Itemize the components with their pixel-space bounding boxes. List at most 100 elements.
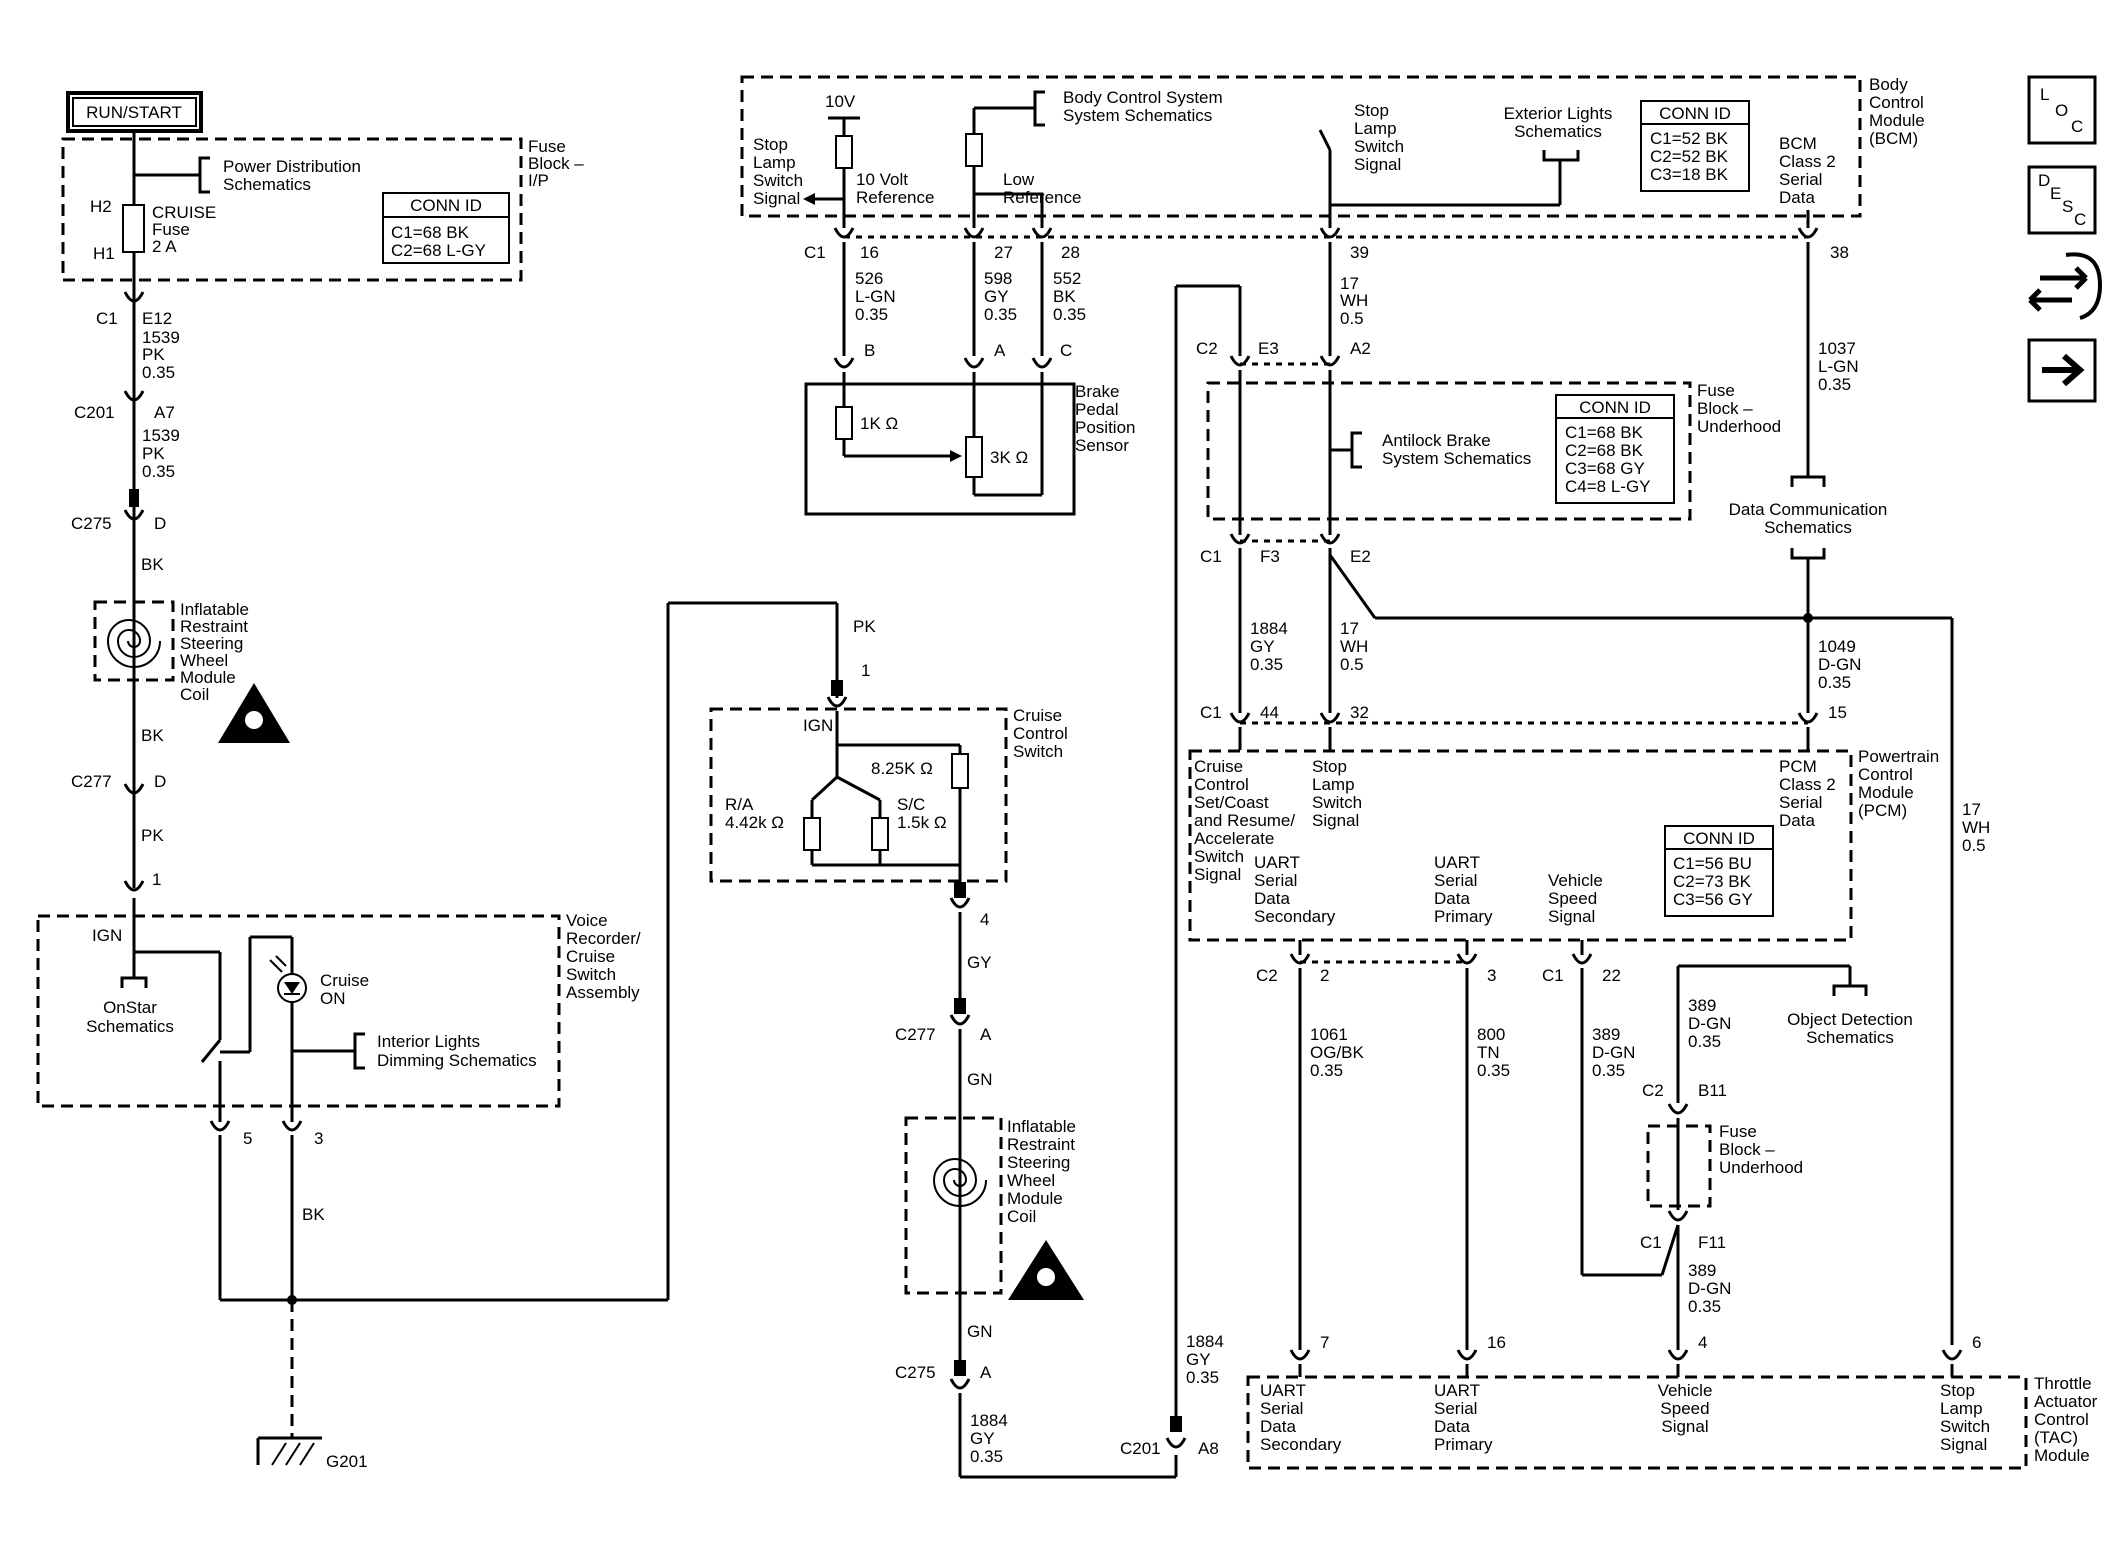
text-76: 39: [1350, 243, 1369, 262]
text-243: Primary: [1434, 1435, 1493, 1454]
text-213: 0.35: [1477, 1061, 1510, 1080]
text-205: 3: [1487, 966, 1496, 985]
svg-text:S: S: [2062, 197, 2073, 216]
text-221: 0.35: [1688, 1032, 1721, 1051]
text-174: Accelerate: [1194, 829, 1274, 848]
text-101: Switch: [1013, 742, 1063, 761]
next-arrow-button[interactable]: [2027, 338, 2097, 403]
text-204: 2: [1320, 966, 1329, 985]
text-58: Stop: [1354, 101, 1389, 120]
conn-id-ip-title: CONN ID: [410, 196, 482, 215]
connector-view-icon[interactable]: [2028, 252, 2103, 320]
text-177: Stop: [1312, 757, 1347, 776]
text-181: PCM: [1779, 757, 1817, 776]
text-22: BK: [141, 726, 164, 745]
text-125: A8: [1198, 1439, 1219, 1458]
text-65: C1=52 BK: [1650, 129, 1729, 148]
desc-button[interactable]: D E S C: [2027, 165, 2097, 235]
text-200: 17: [1962, 800, 1981, 819]
text-147: E2: [1350, 547, 1371, 566]
text-63: Schematics: [1514, 122, 1602, 141]
svg-text:C: C: [2074, 210, 2086, 229]
text-5: 1539: [142, 328, 180, 347]
loc-button[interactable]: L O C: [2027, 75, 2097, 145]
text-135: Antilock Brake: [1382, 431, 1491, 450]
text-162: C1: [1200, 703, 1222, 722]
text-31: Assembly: [566, 983, 640, 1002]
text-166: Powertrain: [1858, 747, 1939, 766]
text-240: UART: [1434, 1381, 1480, 1400]
text-126: 1884: [1186, 1332, 1224, 1351]
text-36: ON: [320, 989, 346, 1008]
text-53: Reference: [856, 188, 934, 207]
text-113: Restraint: [1007, 1135, 1075, 1154]
text-199: Signal: [1548, 907, 1595, 926]
text-83: 0.35: [984, 305, 1017, 324]
text-103: R/A: [725, 795, 754, 814]
text-179: Switch: [1312, 793, 1362, 812]
text-91: 3K Ω: [990, 448, 1028, 467]
text-144: Underhood: [1697, 417, 1781, 436]
cruise-fuse-label-2: Fuse: [152, 220, 190, 239]
text-87: B: [864, 341, 875, 360]
text-161: 0.35: [1818, 673, 1851, 692]
text-61: Signal: [1354, 155, 1401, 174]
text-98: IGN: [803, 716, 833, 735]
text-110: A: [980, 1025, 992, 1044]
text-2: C2=68 L-GY: [391, 241, 486, 260]
text-132: C2: [1196, 339, 1218, 358]
text-46: (BCM): [1869, 129, 1918, 148]
text-78: 526: [855, 269, 883, 288]
text-118: GN: [967, 1322, 993, 1341]
text-64: CONN ID: [1659, 104, 1731, 123]
text-201: WH: [1962, 818, 1990, 837]
text-70: Serial: [1779, 170, 1822, 189]
text-167: Control: [1858, 765, 1913, 784]
text-232: 7: [1320, 1333, 1329, 1352]
text-156: 17: [1340, 619, 1359, 638]
text-127: GY: [1186, 1350, 1211, 1369]
fuse-block-ip-title-3: I/P: [528, 171, 549, 190]
text-68: BCM: [1779, 134, 1817, 153]
text-55: System Schematics: [1063, 106, 1212, 125]
text-172: Set/Coast: [1194, 793, 1269, 812]
text-203: C2: [1256, 966, 1278, 985]
text-109: C277: [895, 1025, 936, 1044]
text-19: Wheel: [180, 651, 228, 670]
text-12: 0.35: [142, 462, 175, 481]
text-218: Schematics: [1806, 1028, 1894, 1047]
text-176: Signal: [1194, 865, 1241, 884]
text-231: 0.35: [1688, 1297, 1721, 1316]
text-130: WH: [1340, 291, 1368, 310]
text: C1=68 BK: [391, 223, 470, 242]
text-108: GY: [967, 953, 992, 972]
power-dist-label: Power Distribution: [223, 157, 361, 176]
text-244: Vehicle: [1658, 1381, 1713, 1400]
text-233: 16: [1487, 1333, 1506, 1352]
text-207: 22: [1602, 966, 1621, 985]
text-175: Switch: [1194, 847, 1244, 866]
text-209: OG/BK: [1310, 1043, 1365, 1062]
text-186: C1=56 BU: [1673, 854, 1752, 873]
text-15: BK: [141, 555, 164, 574]
text-191: Data: [1254, 889, 1290, 908]
text-25: PK: [141, 826, 164, 845]
text-9: A7: [154, 403, 175, 422]
text-131: 0.5: [1340, 309, 1364, 328]
text-23: C277: [71, 772, 112, 791]
text-154: GY: [1250, 637, 1275, 656]
text-149: L-GN: [1818, 357, 1859, 376]
text-97: 1: [861, 661, 870, 680]
text-94: Position: [1075, 418, 1135, 437]
text-51: Signal: [753, 189, 800, 208]
text-93: Pedal: [1075, 400, 1118, 419]
text-228: F11: [1698, 1233, 1726, 1252]
text-62: Exterior Lights: [1504, 104, 1613, 123]
text-146: F3: [1260, 547, 1280, 566]
text-169: (PCM): [1858, 801, 1907, 820]
text-105: S/C: [897, 795, 925, 814]
text-185: CONN ID: [1683, 829, 1755, 848]
text-238: Data: [1260, 1417, 1296, 1436]
text-234: 4: [1698, 1333, 1707, 1352]
